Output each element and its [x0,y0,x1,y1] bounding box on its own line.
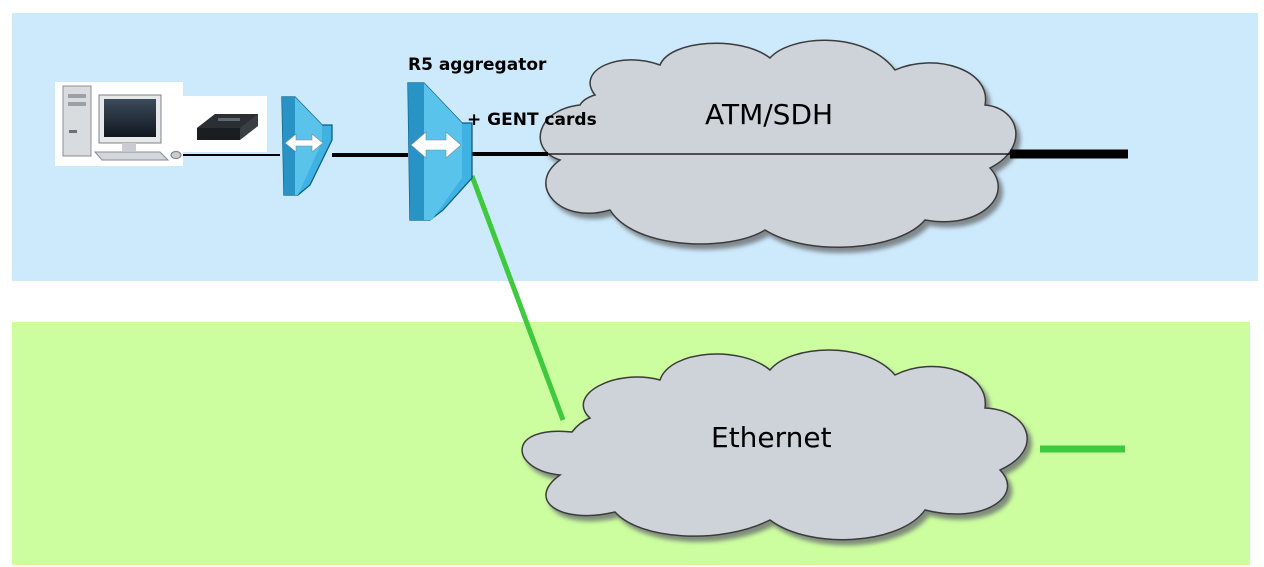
modem-icon [197,114,258,140]
computer-group [55,82,267,166]
access-switch-icon [281,96,333,196]
desktop-computer-icon [62,85,182,161]
atm-sdh-label: ATM/SDH [705,98,833,131]
gent-cards-label: + GENT cards [467,110,597,130]
aggregator-label: R5 aggregator [408,55,547,75]
ethernet-label: Ethernet [711,421,832,454]
ethernet-uplink [469,175,566,421]
ethernet-cloud [521,349,1028,541]
atm-sdh-cloud [539,39,1017,249]
aggregator-switch-icon [407,82,473,221]
